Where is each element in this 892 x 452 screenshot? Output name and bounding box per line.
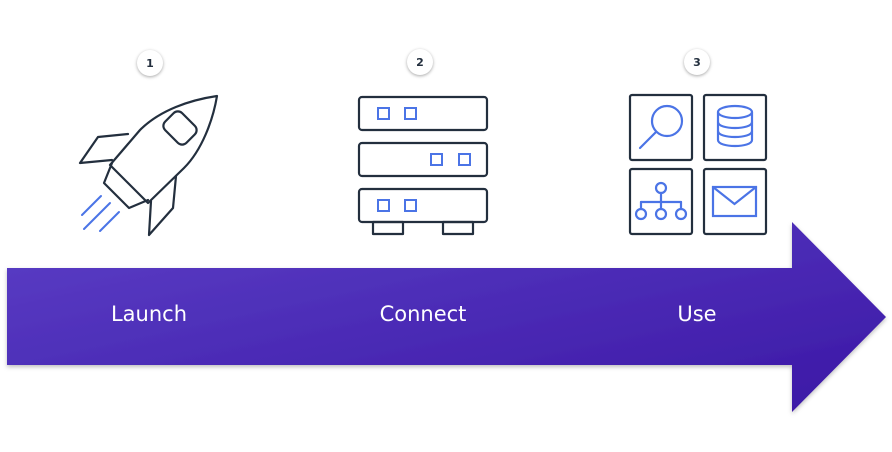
step-number-badge: 3 — [684, 49, 710, 75]
server-rack-icon — [357, 95, 489, 236]
step-label-connect: Connect — [379, 302, 467, 326]
step-label-use: Use — [677, 302, 717, 326]
step-number-badge: 2 — [407, 49, 433, 75]
rocket-icon — [78, 94, 219, 237]
services-grid-icon — [628, 93, 768, 236]
step-label-launch: Launch — [110, 302, 188, 326]
step-number-badge: 1 — [137, 50, 163, 76]
